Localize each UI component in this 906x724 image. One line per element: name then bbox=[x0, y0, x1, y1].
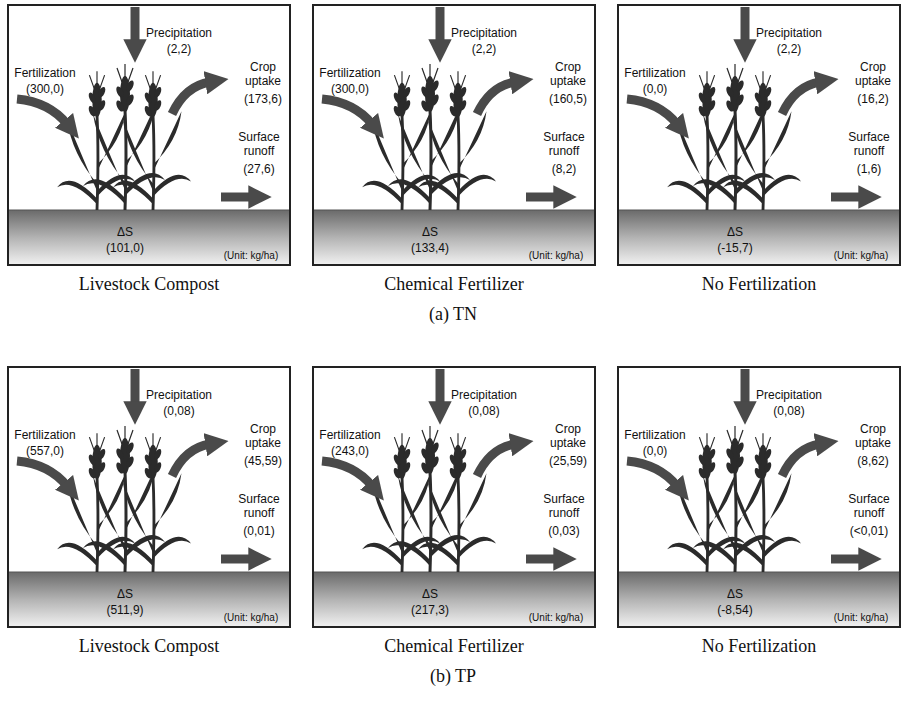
flux-name: Fertilization bbox=[319, 428, 380, 442]
flux-value: (2,2) bbox=[472, 42, 497, 56]
flux-value: (173,6) bbox=[244, 92, 282, 106]
flux-value: (557,0) bbox=[26, 444, 64, 458]
flux-name: Fertilization bbox=[624, 428, 685, 442]
flux-name: Fertilization bbox=[624, 66, 685, 80]
flux-value: (300,0) bbox=[331, 82, 369, 96]
storage-symbol: ΔS bbox=[727, 225, 743, 239]
flux-value: (0,01) bbox=[243, 524, 274, 538]
flux-name: Precipitation bbox=[146, 388, 212, 402]
flux-value: (0,0) bbox=[643, 444, 668, 458]
flux-value: (8,2) bbox=[552, 162, 577, 176]
flux-value: (16,2) bbox=[857, 92, 888, 106]
unit-note: (Unit: kg/ha) bbox=[529, 612, 583, 624]
flux-value: (0,08) bbox=[773, 404, 804, 418]
panel-caption: Livestock Compost bbox=[0, 274, 309, 295]
flux-value: (-8,54) bbox=[717, 603, 752, 617]
flux-name: Crop uptake bbox=[845, 422, 901, 451]
flux-name: Crop uptake bbox=[235, 60, 291, 89]
flux-value: (0,0) bbox=[643, 82, 668, 96]
flux-value: (27,6) bbox=[243, 162, 274, 176]
flux-value: (300,0) bbox=[26, 82, 64, 96]
flux-value: (101,0) bbox=[106, 241, 144, 255]
unit-note: (Unit: kg/ha) bbox=[224, 612, 278, 624]
panel-caption: Chemical Fertilizer bbox=[294, 636, 614, 657]
flux-value: (0,03) bbox=[548, 524, 579, 538]
subfigure-label: (b) TP bbox=[430, 666, 476, 688]
unit-note: (Unit: kg/ha) bbox=[834, 612, 888, 624]
storage-symbol: ΔS bbox=[727, 587, 743, 601]
storage-symbol: ΔS bbox=[422, 225, 438, 239]
flux-value: (25,59) bbox=[549, 454, 587, 468]
flux-value: (133,4) bbox=[411, 241, 449, 255]
flux-value: (217,3) bbox=[411, 603, 449, 617]
flux-value: (2,2) bbox=[167, 42, 192, 56]
storage-symbol: ΔS bbox=[117, 225, 133, 239]
flux-value: (45,59) bbox=[244, 454, 282, 468]
flux-value: (160,5) bbox=[549, 92, 587, 106]
flux-value: (2,2) bbox=[777, 42, 802, 56]
flux-name: Precipitation bbox=[451, 388, 517, 402]
panel-caption: Livestock Compost bbox=[0, 636, 309, 657]
flux-name: Surface runoff bbox=[841, 130, 897, 159]
flux-value: (511,9) bbox=[106, 603, 143, 617]
flux-name: Surface runoff bbox=[536, 492, 592, 521]
flux-value: (<0,01) bbox=[850, 524, 888, 538]
flux-name: Surface runoff bbox=[841, 492, 897, 521]
flux-name: Precipitation bbox=[451, 26, 517, 40]
flux-name: Crop uptake bbox=[540, 60, 596, 89]
panel-caption: No Fertilization bbox=[599, 274, 906, 295]
flux-value: (243,0) bbox=[331, 444, 369, 458]
flux-name: Precipitation bbox=[756, 26, 822, 40]
unit-note: (Unit: kg/ha) bbox=[834, 250, 888, 262]
flux-name: Surface runoff bbox=[231, 130, 287, 159]
flux-name: Fertilization bbox=[14, 428, 75, 442]
flux-name: Surface runoff bbox=[536, 130, 592, 159]
panel-caption: Chemical Fertilizer bbox=[294, 274, 614, 295]
flux-value: (8,62) bbox=[857, 454, 888, 468]
flux-name: Precipitation bbox=[146, 26, 212, 40]
flux-value: (0,08) bbox=[468, 404, 499, 418]
unit-note: (Unit: kg/ha) bbox=[224, 250, 278, 262]
flux-name: Surface runoff bbox=[231, 492, 287, 521]
unit-note: (Unit: kg/ha) bbox=[529, 250, 583, 262]
flux-name: Crop uptake bbox=[235, 422, 291, 451]
flux-name: Precipitation bbox=[756, 388, 822, 402]
panel-caption: No Fertilization bbox=[599, 636, 906, 657]
flux-name: Crop uptake bbox=[845, 60, 901, 89]
flux-name: Fertilization bbox=[14, 66, 75, 80]
subfigure-label: (a) TN bbox=[429, 304, 477, 326]
flux-value: (1,6) bbox=[857, 162, 882, 176]
flux-value: (0,08) bbox=[163, 404, 194, 418]
storage-symbol: ΔS bbox=[117, 587, 133, 601]
flux-name: Fertilization bbox=[319, 66, 380, 80]
flux-name: Crop uptake bbox=[540, 422, 596, 451]
storage-symbol: ΔS bbox=[422, 587, 438, 601]
flux-value: (-15,7) bbox=[717, 241, 752, 255]
